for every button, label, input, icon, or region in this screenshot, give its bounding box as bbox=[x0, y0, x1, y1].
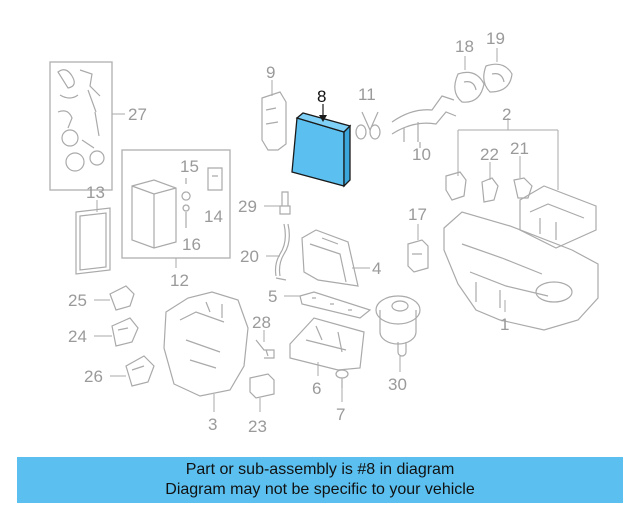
part-7-screw bbox=[335, 369, 349, 402]
callout-5: 5 bbox=[268, 287, 277, 306]
part-5-gasket bbox=[284, 291, 372, 319]
part-6-tray bbox=[289, 317, 365, 376]
part-group-12 bbox=[121, 149, 231, 268]
part-9-bracket bbox=[261, 80, 287, 151]
callout-23: 23 bbox=[248, 417, 267, 436]
callout-3: 3 bbox=[208, 415, 217, 434]
callout-16: 16 bbox=[182, 235, 201, 254]
parts-diagram: 1 2 3 4 5 6 7 8 9 10 11 12 13 14 15 16 1… bbox=[49, 29, 599, 436]
callout-29: 29 bbox=[238, 197, 257, 216]
callout-21: 21 bbox=[510, 139, 529, 158]
part-18-seal bbox=[454, 56, 485, 103]
part-1-housing bbox=[443, 211, 599, 331]
callout-27: 27 bbox=[128, 105, 147, 124]
part-20-tube bbox=[266, 223, 290, 281]
callout-11: 11 bbox=[358, 85, 376, 104]
callout-13: 13 bbox=[86, 183, 105, 202]
part-24-actuator bbox=[94, 317, 139, 347]
part-8-evaporator bbox=[291, 104, 352, 188]
part-28-sensor bbox=[255, 330, 275, 359]
part-26-actuator bbox=[110, 355, 155, 387]
callout-26: 26 bbox=[84, 367, 103, 386]
part-29-clip bbox=[264, 191, 291, 215]
callout-20: 20 bbox=[240, 247, 259, 266]
callout-24: 24 bbox=[68, 327, 87, 346]
part-4-case bbox=[301, 229, 370, 287]
callout-9: 9 bbox=[266, 63, 275, 82]
callout-19: 19 bbox=[486, 29, 505, 48]
part-23-module bbox=[249, 373, 275, 412]
callout-28: 28 bbox=[252, 313, 271, 332]
callout-8-highlighted: 8 bbox=[317, 87, 326, 106]
callout-25: 25 bbox=[68, 291, 87, 310]
part-13-filter bbox=[75, 200, 111, 275]
part-19-seal bbox=[483, 48, 513, 93]
callout-4: 4 bbox=[372, 259, 381, 278]
info-banner: Part or sub-assembly is #8 in diagram Di… bbox=[17, 457, 623, 503]
callout-15: 15 bbox=[180, 157, 199, 176]
callout-22: 22 bbox=[480, 145, 499, 164]
callout-14: 14 bbox=[204, 207, 223, 226]
callout-1: 1 bbox=[500, 315, 509, 334]
banner-line-disclaimer: Diagram may not be specific to your vehi… bbox=[165, 481, 475, 498]
callout-labels: 1 2 3 4 5 6 7 8 9 10 11 12 13 14 15 16 1… bbox=[68, 29, 529, 436]
callout-10: 10 bbox=[412, 145, 431, 164]
part-10-pipe bbox=[391, 95, 457, 148]
callout-18: 18 bbox=[455, 37, 474, 56]
part-2-set bbox=[445, 118, 597, 249]
callout-7: 7 bbox=[336, 405, 345, 424]
banner-line-part: Part or sub-assembly is #8 in diagram bbox=[185, 461, 455, 478]
callout-6: 6 bbox=[312, 379, 321, 398]
part-17-actuator bbox=[407, 224, 429, 273]
part-30-blower bbox=[375, 295, 421, 372]
part-11-orings bbox=[355, 111, 381, 140]
part-25-actuator bbox=[94, 285, 135, 311]
callout-17: 17 bbox=[408, 205, 427, 224]
part-3-case bbox=[163, 291, 249, 412]
callout-30: 30 bbox=[388, 375, 407, 394]
part-group-27 bbox=[49, 61, 125, 191]
callout-2: 2 bbox=[502, 105, 511, 124]
callout-12: 12 bbox=[170, 271, 189, 290]
